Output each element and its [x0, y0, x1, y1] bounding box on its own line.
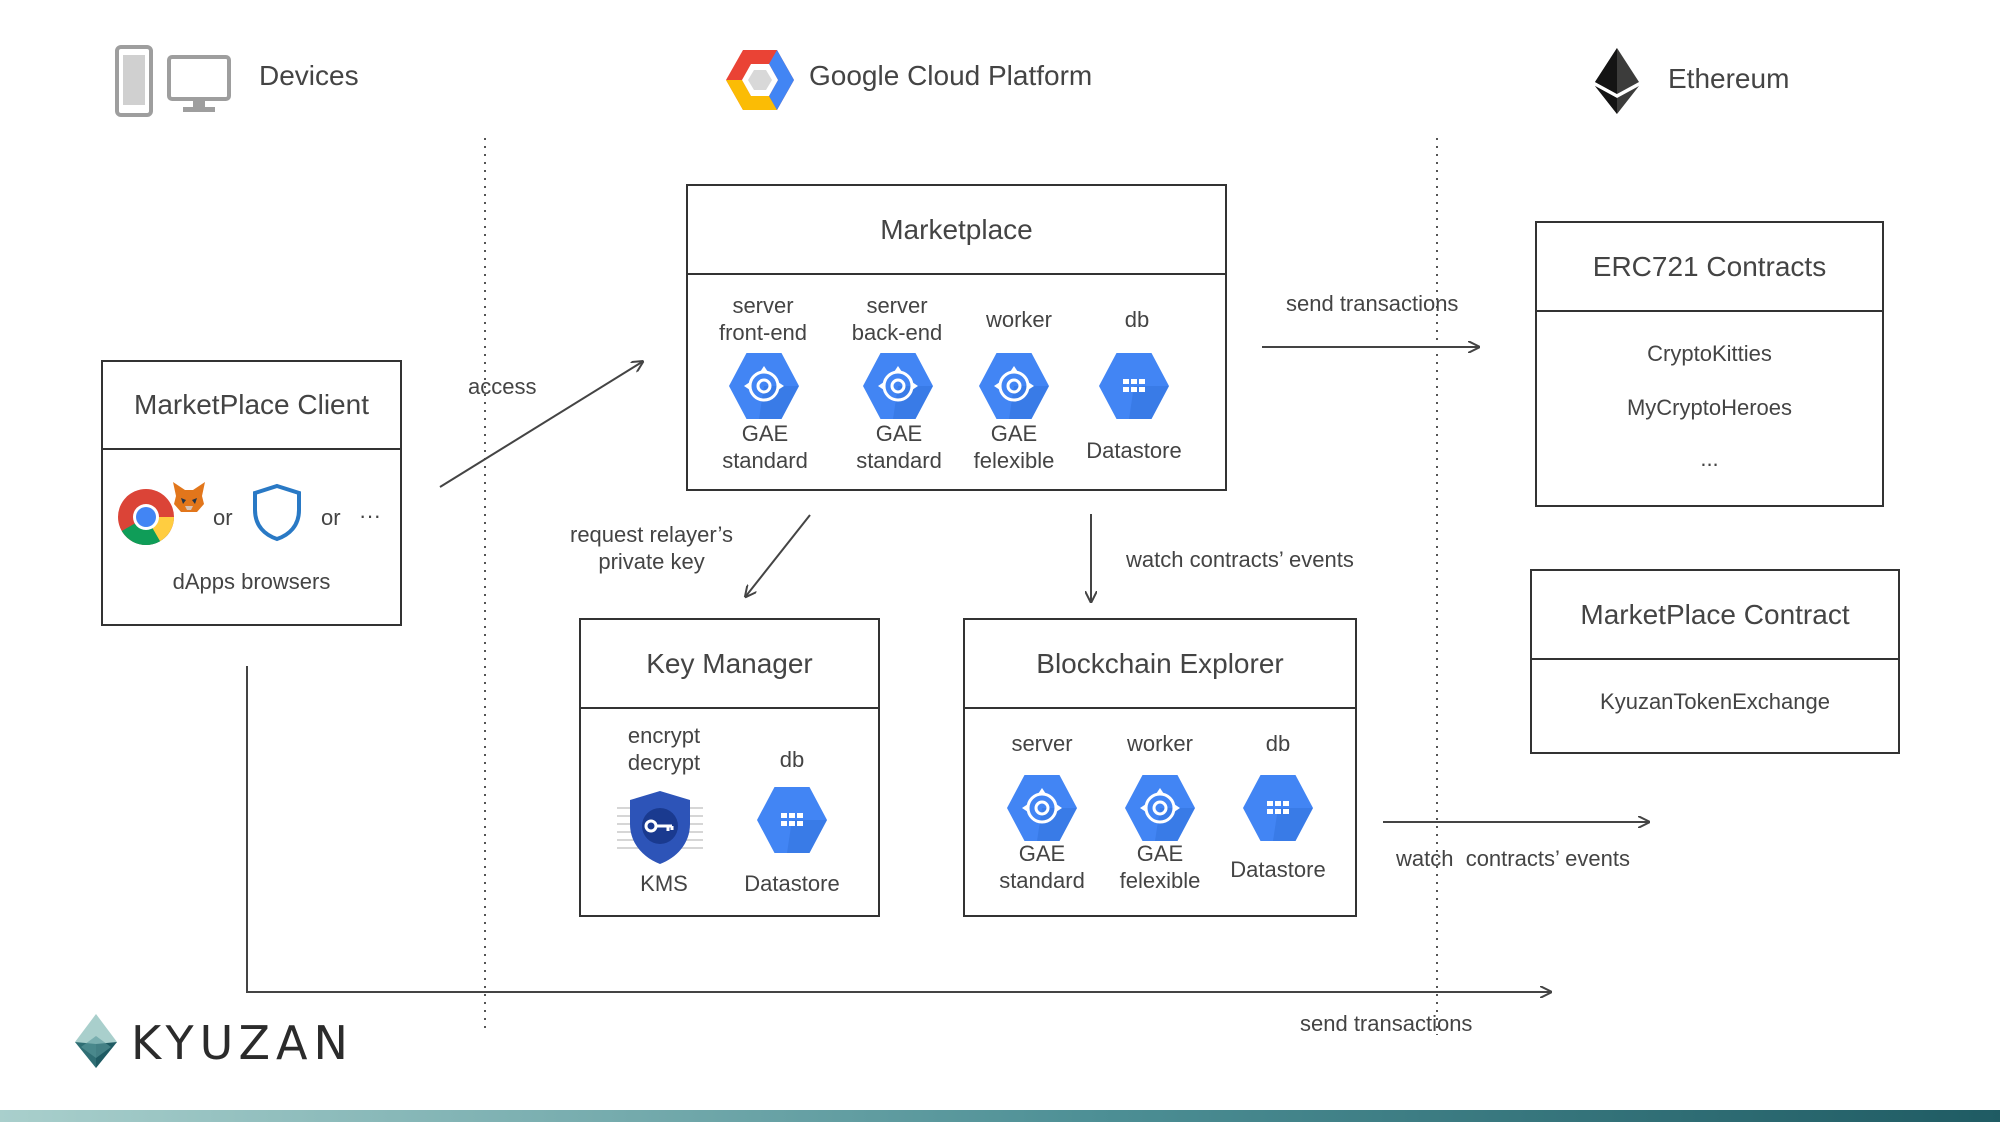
be-col3-role: db [1265, 731, 1291, 756]
edge-label-access: access [468, 374, 537, 399]
footer-bar [0, 1110, 2000, 1122]
kyuzan-logo: KYUZAN [75, 1012, 395, 1070]
erc721-title: ERC721 Contracts [1537, 223, 1882, 312]
be-col3-service: Datastore [1230, 857, 1326, 882]
erc721-item: CryptoKitties [1647, 341, 1772, 366]
chrome-icon [118, 489, 174, 545]
ethereum-title: Ethereum [1668, 63, 1790, 94]
marketplace-contract-box: MarketPlace Contract KyuzanTokenExchange [1530, 569, 1900, 754]
gcp-header: Google Cloud Platform [725, 45, 1125, 117]
marketplace-client-title: MarketPlace Client [103, 362, 400, 450]
erc721-item: ... [1700, 446, 1719, 471]
be-col1-role: server [1011, 731, 1073, 756]
km-col1-service: KMS [640, 871, 688, 896]
devices-icon [115, 45, 231, 117]
client-more: ··· [359, 503, 381, 528]
mp-col4-role: db [1124, 307, 1150, 332]
marketplace-contract-title: MarketPlace Contract [1532, 571, 1898, 660]
marketplace-contract-item: KyuzanTokenExchange [1600, 689, 1830, 714]
gae-standard-icon [863, 351, 933, 421]
client-or-1: or [213, 505, 233, 530]
blockchain-explorer-title: Blockchain Explorer [965, 620, 1355, 709]
erc721-item: MyCryptoHeroes [1626, 395, 1793, 420]
client-caption: dApps browsers [172, 569, 331, 594]
edge-label-request-key: request relayer’s private key [570, 522, 734, 574]
mp-col4-service: Datastore [1086, 438, 1182, 463]
km-col2-role: db [779, 747, 805, 772]
arrow-request-key [746, 514, 811, 596]
marketplace-title: Marketplace [688, 186, 1225, 275]
mp-col2-service: GAE standard [856, 421, 942, 473]
mp-col3-service: GAE felexible [973, 421, 1055, 473]
kyuzan-wordmark: KYUZAN [131, 1016, 354, 1070]
shield-icon [253, 483, 301, 542]
ethereum-header: Ethereum [1595, 48, 1825, 120]
kms-icon [617, 791, 703, 864]
be-col2-service: GAE felexible [1119, 841, 1201, 893]
gae-flexible-icon [979, 351, 1049, 421]
be-col1-service: GAE standard [999, 841, 1085, 893]
ethereum-icon [1595, 48, 1639, 114]
marketplace-box: Marketplace server front-end server back… [686, 184, 1227, 491]
mp-col3-role: worker [985, 307, 1052, 332]
mp-col1-role: server front-end [718, 293, 808, 345]
google-cloud-icon [726, 50, 794, 110]
key-manager-title: Key Manager [581, 620, 878, 709]
edge-label-watch-events-eth: watch contracts’ events [1396, 846, 1630, 871]
km-col2-service: Datastore [744, 871, 840, 896]
datastore-icon [1099, 351, 1169, 421]
arrow-send-transactions-bottom [246, 666, 1550, 992]
gcp-title: Google Cloud Platform [809, 60, 1093, 91]
mp-col2-role: server back-end [851, 293, 943, 345]
marketplace-client-box: MarketPlace Client or or ··· dApps brows… [101, 360, 402, 626]
devices-title: Devices [259, 60, 359, 91]
erc721-contracts-box: ERC721 Contracts CryptoKitties MyCryptoH… [1535, 221, 1884, 507]
blockchain-explorer-box: Blockchain Explorer server worker db GAE… [963, 618, 1357, 917]
edge-label-send-transactions-top: send transactions [1286, 291, 1459, 316]
mp-col1-service: GAE standard [722, 421, 808, 473]
be-col2-role: worker [1126, 731, 1193, 756]
edge-label-send-transactions-bottom: send transactions [1300, 1011, 1473, 1036]
metamask-icon [173, 482, 205, 512]
gae-standard-icon [729, 351, 799, 421]
km-col1-role: encrypt decrypt [627, 723, 701, 775]
arrow-access [439, 362, 642, 488]
edge-label-watch-events: watch contracts’ events [1126, 547, 1354, 572]
gae-standard-icon [1007, 773, 1077, 843]
devices-header: Devices [115, 45, 445, 117]
client-or-2: or [321, 505, 341, 530]
datastore-icon [1243, 773, 1313, 843]
gae-flexible-icon [1125, 773, 1195, 843]
datastore-icon [757, 785, 827, 855]
key-manager-box: Key Manager encrypt decrypt db KMS Datas… [579, 618, 880, 917]
kyuzan-mountain-icon [75, 1014, 117, 1068]
